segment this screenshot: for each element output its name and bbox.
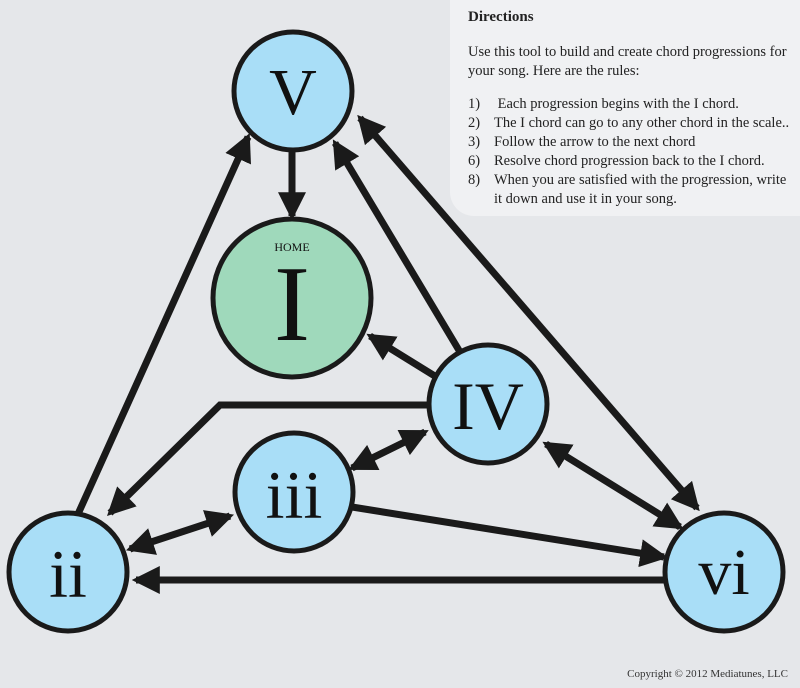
- chord-label-iv: IV: [452, 368, 524, 444]
- rule-text: The I chord can go to any other chord in…: [494, 115, 790, 131]
- chord-node-iv[interactable]: [426, 342, 550, 466]
- arrow-iv-to-i: [366, 333, 440, 381]
- arrow-iii-iv: [348, 428, 429, 472]
- arrow-iii-to-vi: [351, 503, 669, 568]
- rules-list: 1) Each progression begins with the I ch…: [468, 95, 792, 209]
- rule-text: When you are satisfied with the progress…: [494, 172, 787, 207]
- directions-panel: Directions Use this tool to build and cr…: [450, 0, 800, 216]
- rule-number: 3): [468, 134, 481, 150]
- directions-title: Directions: [468, 9, 534, 25]
- chord-node-v[interactable]: [231, 29, 355, 153]
- rule-number: 1): [468, 96, 481, 112]
- rule-item: 6) Resolve chord progression back to the…: [468, 152, 792, 171]
- arrow-iv-to-ii: [107, 401, 432, 516]
- rule-number: 8): [468, 172, 481, 188]
- rule-text: Follow the arrow to the next chord: [494, 134, 696, 150]
- rule-text: Resolve chord progression back to the I …: [494, 153, 765, 169]
- rule-item: 8) When you are satisfied with the progr…: [468, 171, 792, 209]
- rule-number: 2): [468, 115, 481, 131]
- rule-item: 1) Each progression begins with the I ch…: [468, 95, 792, 114]
- directions-intro: Use this tool to build and create chord …: [468, 44, 787, 79]
- chord-label-v: V: [269, 56, 317, 129]
- rule-item: 2) The I chord can go to any other chord…: [468, 114, 792, 133]
- chord-node-iii[interactable]: [232, 430, 356, 554]
- arrow-ii-to-v: [74, 133, 252, 516]
- home-label: HOME: [274, 240, 309, 254]
- rule-text: Each progression begins with the I chord…: [494, 96, 739, 112]
- rule-number: 6): [468, 153, 481, 169]
- rule-item: 3) Follow the arrow to the next chord: [468, 133, 792, 152]
- chord-label-iii: iii: [266, 457, 323, 533]
- chord-node-i-home[interactable]: [210, 216, 374, 380]
- chord-label-vi: vi: [698, 536, 749, 609]
- arrow-iv-vi: [542, 441, 684, 530]
- copyright-text: Copyright © 2012 Mediatunes, LLC: [627, 668, 788, 680]
- arrow-ii-iii: [126, 510, 234, 555]
- chord-label-ii: ii: [49, 536, 87, 612]
- chord-node-vi[interactable]: [662, 510, 786, 634]
- chord-label-i: I: [274, 245, 310, 364]
- chord-node-ii[interactable]: [6, 510, 130, 634]
